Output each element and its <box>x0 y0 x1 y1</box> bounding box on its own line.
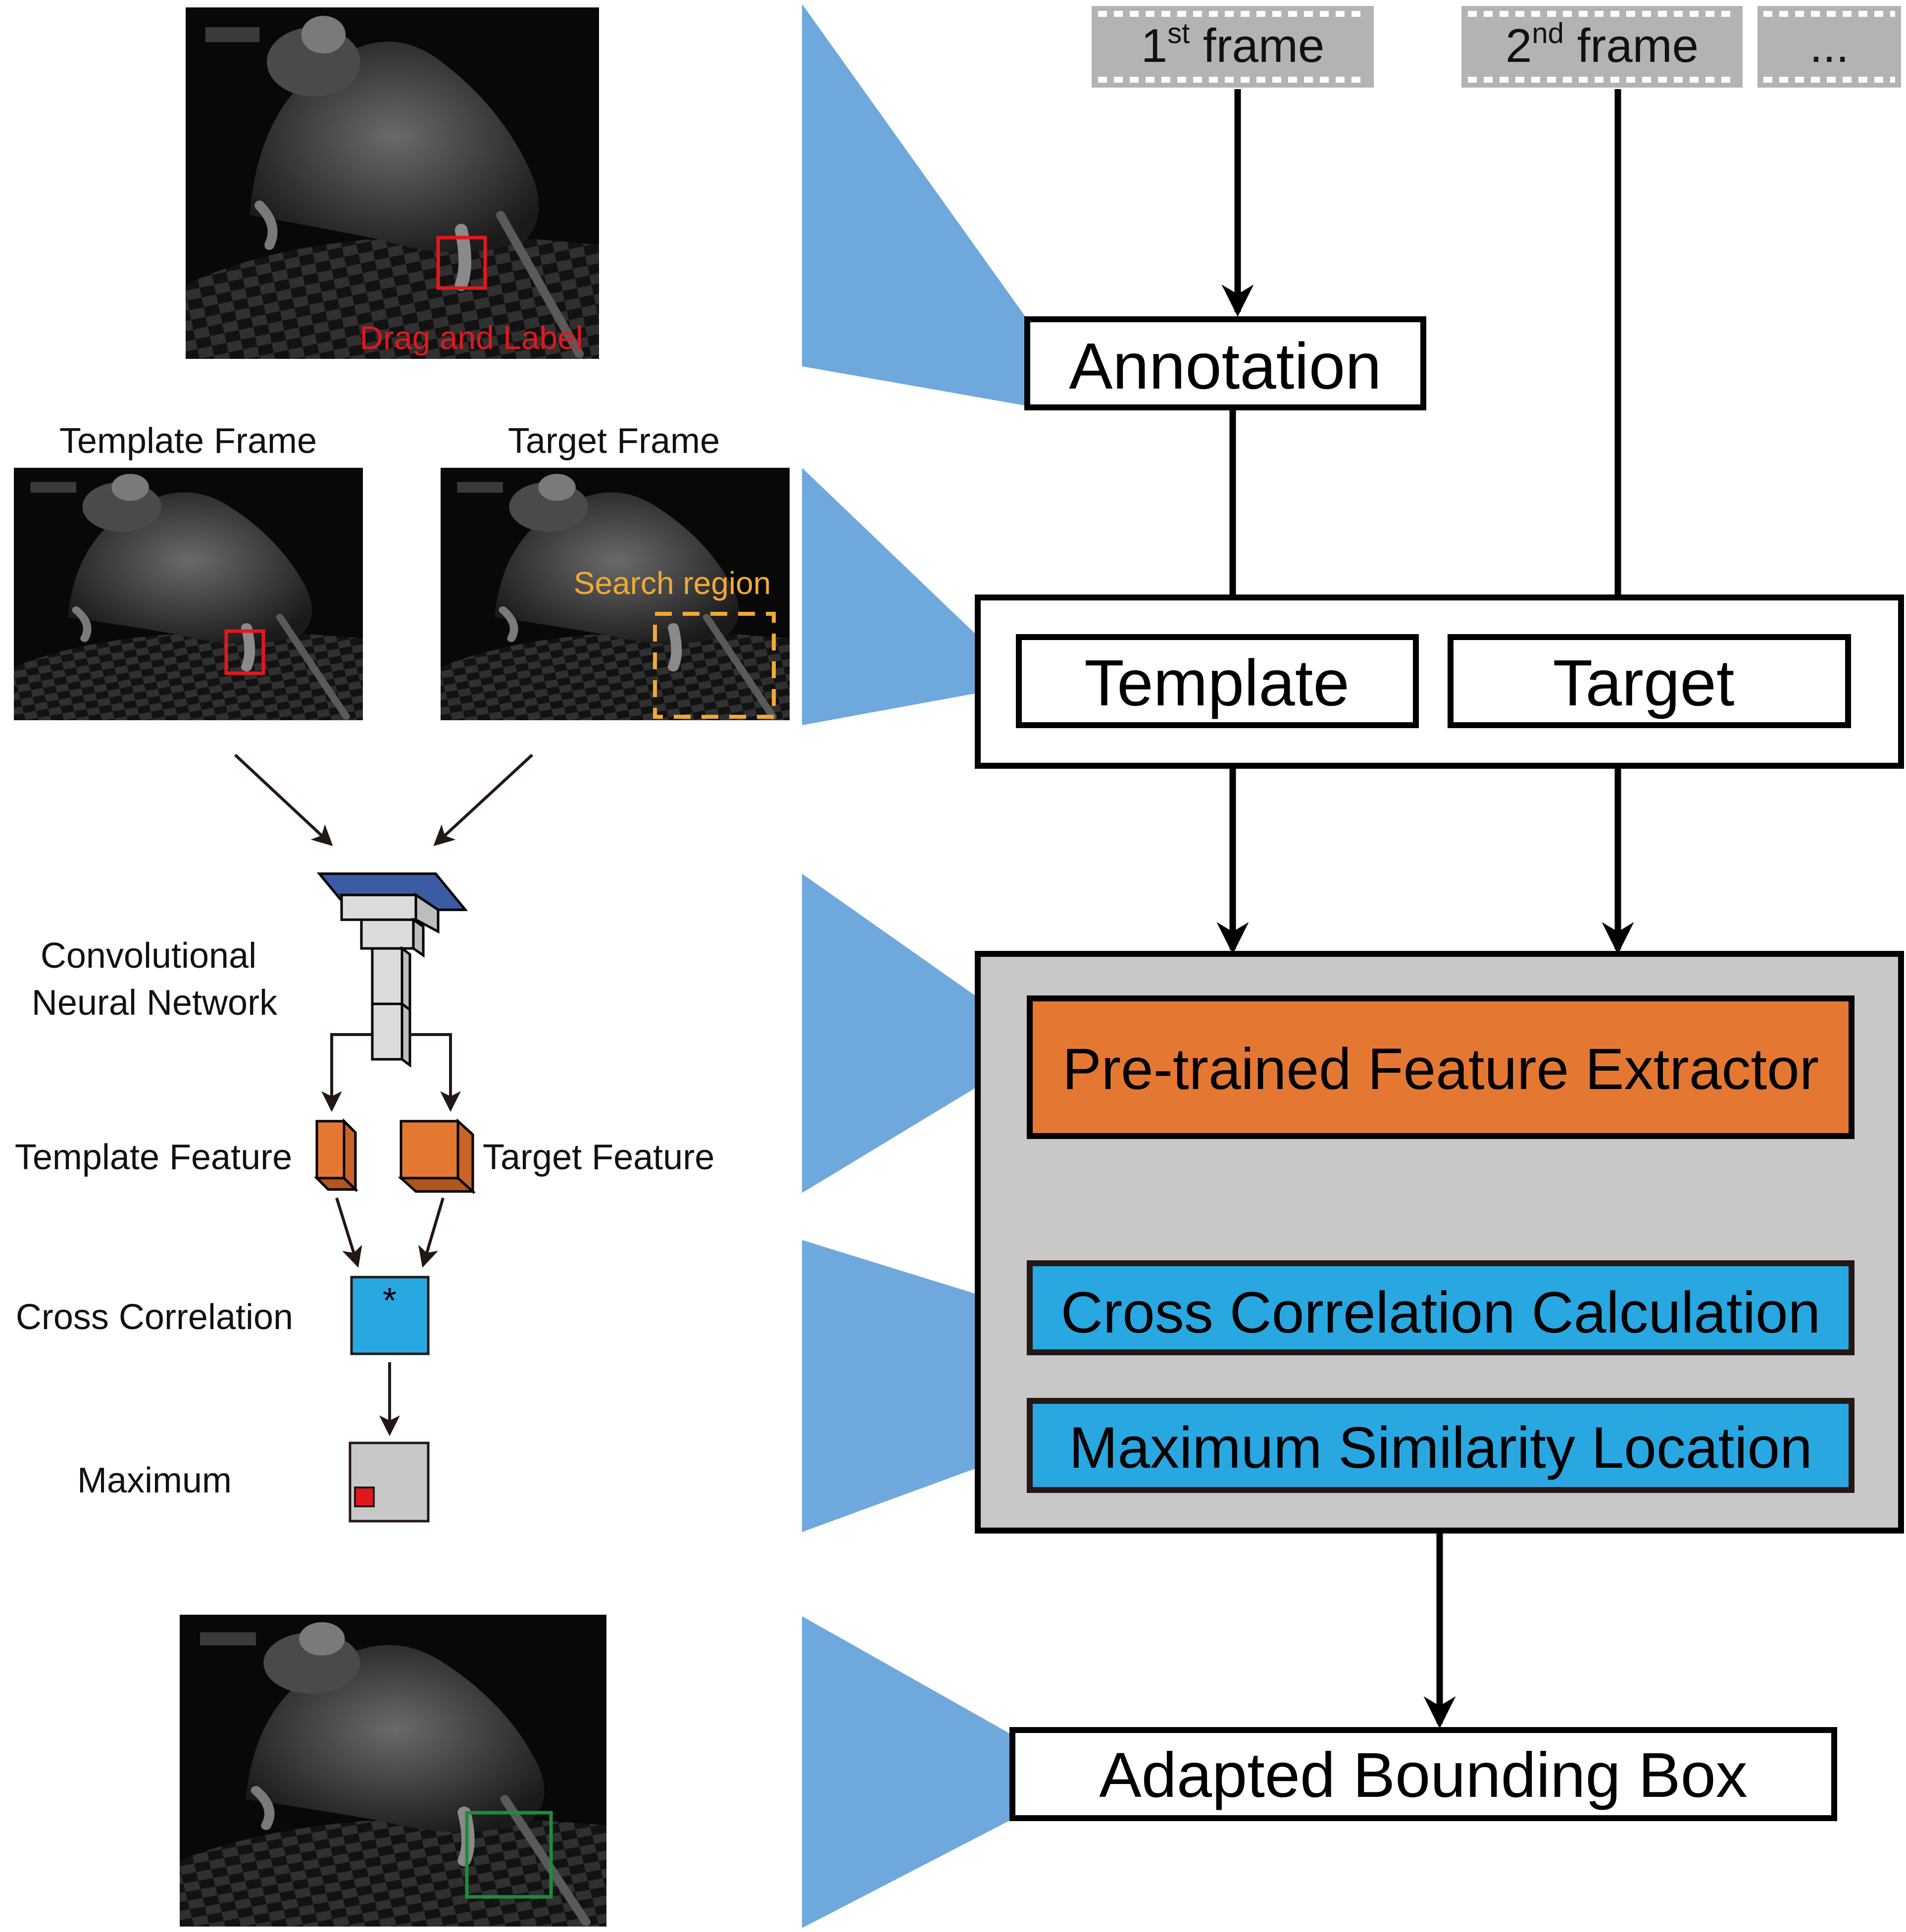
cross-correlation-box <box>1027 1260 1855 1355</box>
callout-wedge-template-target <box>802 468 978 725</box>
arrow-template-feature-to-corr <box>335 1197 362 1268</box>
adapted-box-label: Adapted Bounding Box <box>1099 1740 1748 1811</box>
template-frame-image <box>14 468 363 720</box>
max-similarity-box <box>1027 1398 1855 1493</box>
cnn-split-right <box>410 1033 461 1112</box>
maximum-square <box>349 1441 430 1523</box>
pipeline: Annotation Template Target Pre-trained F… <box>975 89 1904 1821</box>
cnn-icon <box>316 872 468 1068</box>
template-box <box>1016 634 1419 728</box>
arrow-target-frame-to-cnn <box>433 753 534 846</box>
arrow-target-feature-to-corr <box>418 1197 445 1268</box>
drag-and-label-text: Drag and Label <box>359 319 583 356</box>
annotation-label: Annotation <box>1069 330 1381 402</box>
maximum-label: Maximum <box>77 1461 232 1500</box>
result-green-box <box>465 1811 553 1899</box>
template-red-box <box>224 629 265 675</box>
cnn-split-left <box>321 1033 372 1112</box>
callout-wedge-feature-extractor <box>802 874 978 1193</box>
annotation-image: Drag and Label <box>186 7 599 359</box>
target-feature-label: Target Feature <box>483 1138 714 1177</box>
arrow-template-frame-to-cnn <box>234 753 333 846</box>
target-label: Target <box>1553 646 1735 719</box>
target-frame-label: Target Frame <box>508 421 720 461</box>
feature-extractor-label: Pre-trained Feature Extractor <box>1062 1037 1819 1102</box>
first-frame-label: 1st frame <box>1141 17 1325 72</box>
template-feature-label: Template Feature <box>15 1138 292 1177</box>
maximum-red-marker <box>354 1486 375 1507</box>
feature-extractor-box <box>1027 995 1855 1139</box>
callout-wedges <box>802 4 1027 1928</box>
annotation-red-box <box>436 236 487 290</box>
more-frames-label: ... <box>1809 19 1849 72</box>
target-box <box>1448 634 1851 728</box>
callout-wedge-annotation <box>802 4 1027 406</box>
template-label: Template <box>1084 646 1350 719</box>
annotation-box <box>1024 316 1426 410</box>
search-region-text: Search region <box>574 565 771 601</box>
second-frame-label: 2nd frame <box>1505 17 1699 72</box>
film-frame-second: 2nd frame <box>1461 6 1743 88</box>
target-feature-cube <box>398 1118 476 1194</box>
cross-correlation-label: Cross Correlation Calculation <box>1061 1280 1821 1345</box>
correlation-symbol: * <box>383 1281 397 1321</box>
callout-wedge-cross-correlation <box>802 1240 978 1532</box>
film-frame-more: ... <box>1757 6 1901 88</box>
cnn-label-line1: Convolutional <box>41 936 256 976</box>
search-region-box <box>653 612 776 719</box>
max-similarity-label: Maximum Similarity Location <box>1069 1415 1812 1481</box>
result-image <box>180 1615 606 1927</box>
film-frame-first: 1st frame <box>1092 6 1374 88</box>
target-frame-image: Search region <box>441 468 790 720</box>
cross-correlation-square <box>350 1276 430 1355</box>
template-frame-label: Template Frame <box>59 421 317 461</box>
cnn-label-line2: Neural Network <box>32 983 278 1023</box>
template-feature-cube <box>313 1118 359 1193</box>
adapted-box <box>1009 1727 1837 1821</box>
callout-wedge-bounding-box <box>802 1616 1012 1928</box>
cross-correlation-left-label: Cross Correlation <box>16 1297 293 1337</box>
